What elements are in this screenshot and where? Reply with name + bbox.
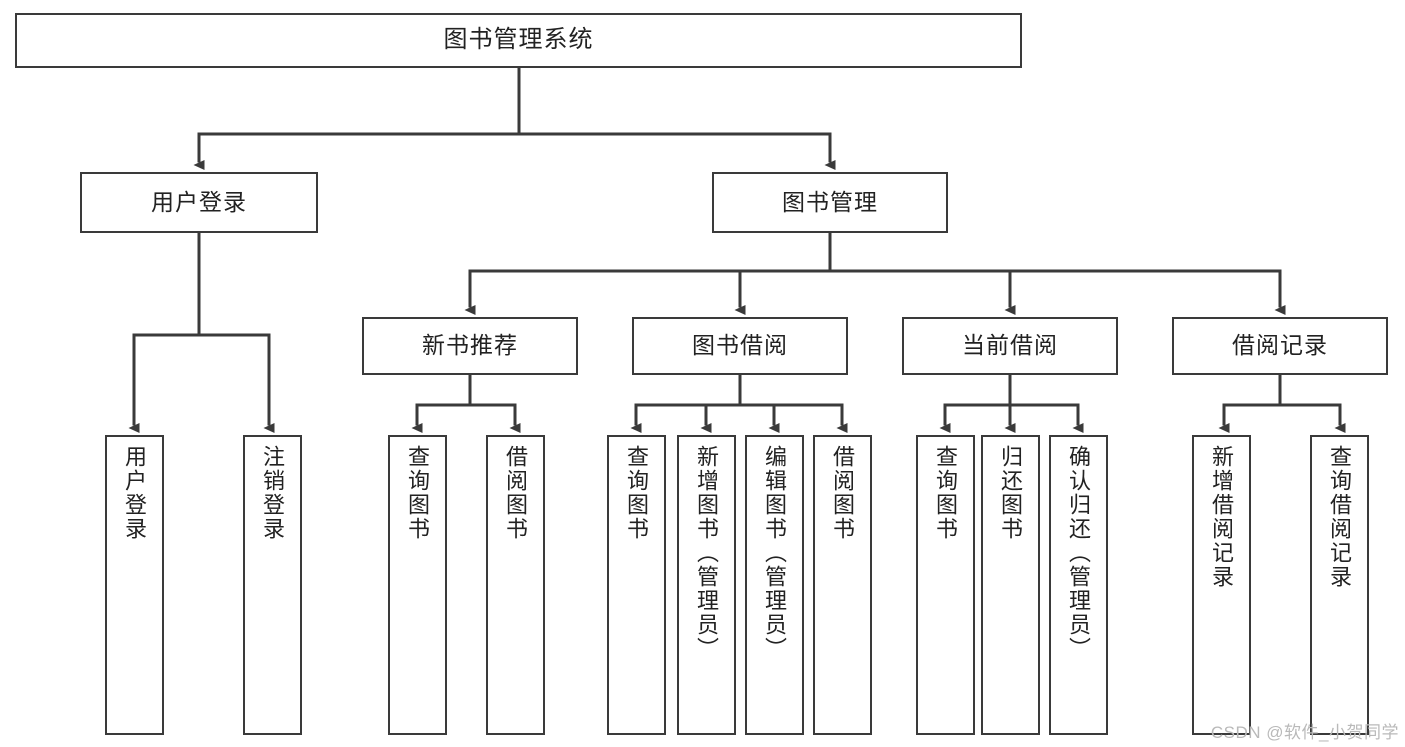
node-root-system[interactable]: 图书管理系统 xyxy=(15,13,1022,68)
node-label: 新增图书（管理员） xyxy=(694,445,720,661)
node-borrow-record[interactable]: 借阅记录 xyxy=(1172,317,1388,375)
node-book-management[interactable]: 图书管理 xyxy=(712,172,948,233)
node-label: 确认归还（管理员） xyxy=(1066,445,1092,661)
node-label: 查询图书 xyxy=(624,445,650,541)
node-label: 归还图书 xyxy=(998,445,1024,541)
leaf-return-book[interactable]: 归还图书 xyxy=(981,435,1040,735)
node-label: 用户登录 xyxy=(122,445,148,541)
csdn-watermark: CSDN @软件_小贺同学 xyxy=(1210,723,1399,742)
node-current-borrow[interactable]: 当前借阅 xyxy=(902,317,1118,375)
node-label: 图书管理系统 xyxy=(443,26,594,54)
node-label: 图书管理 xyxy=(782,188,878,215)
node-label: 新增借阅记录 xyxy=(1209,445,1235,589)
node-label: 图书借阅 xyxy=(692,332,788,359)
leaf-confirm-return-admin[interactable]: 确认归还（管理员） xyxy=(1049,435,1108,735)
leaf-query-book-3[interactable]: 查询图书 xyxy=(916,435,975,735)
node-new-book-recommend[interactable]: 新书推荐 xyxy=(362,317,578,375)
leaf-query-book-1[interactable]: 查询图书 xyxy=(388,435,447,735)
node-label: 查询借阅记录 xyxy=(1327,445,1353,589)
node-label: 借阅图书 xyxy=(503,445,529,541)
node-book-borrow[interactable]: 图书借阅 xyxy=(632,317,848,375)
leaf-add-borrow-record[interactable]: 新增借阅记录 xyxy=(1192,435,1251,735)
leaf-query-book-2[interactable]: 查询图书 xyxy=(607,435,666,735)
node-label: 用户登录 xyxy=(151,188,247,215)
leaf-logout[interactable]: 注销登录 xyxy=(243,435,302,735)
node-label: 编辑图书（管理员） xyxy=(762,445,788,661)
leaf-borrow-book-2[interactable]: 借阅图书 xyxy=(813,435,872,735)
node-label: 当前借阅 xyxy=(962,332,1058,359)
node-label: 注销登录 xyxy=(260,445,286,541)
node-label: 查询图书 xyxy=(405,445,431,541)
node-label: 借阅图书 xyxy=(830,445,856,541)
leaf-borrow-book-1[interactable]: 借阅图书 xyxy=(486,435,545,735)
leaf-edit-book-admin[interactable]: 编辑图书（管理员） xyxy=(745,435,804,735)
leaf-user-login[interactable]: 用户登录 xyxy=(105,435,164,735)
leaf-add-book-admin[interactable]: 新增图书（管理员） xyxy=(677,435,736,735)
node-label: 借阅记录 xyxy=(1232,332,1328,359)
leaf-query-borrow-record[interactable]: 查询借阅记录 xyxy=(1310,435,1369,735)
node-user-login[interactable]: 用户登录 xyxy=(80,172,318,233)
node-label: 新书推荐 xyxy=(422,332,518,359)
node-label: 查询图书 xyxy=(933,445,959,541)
